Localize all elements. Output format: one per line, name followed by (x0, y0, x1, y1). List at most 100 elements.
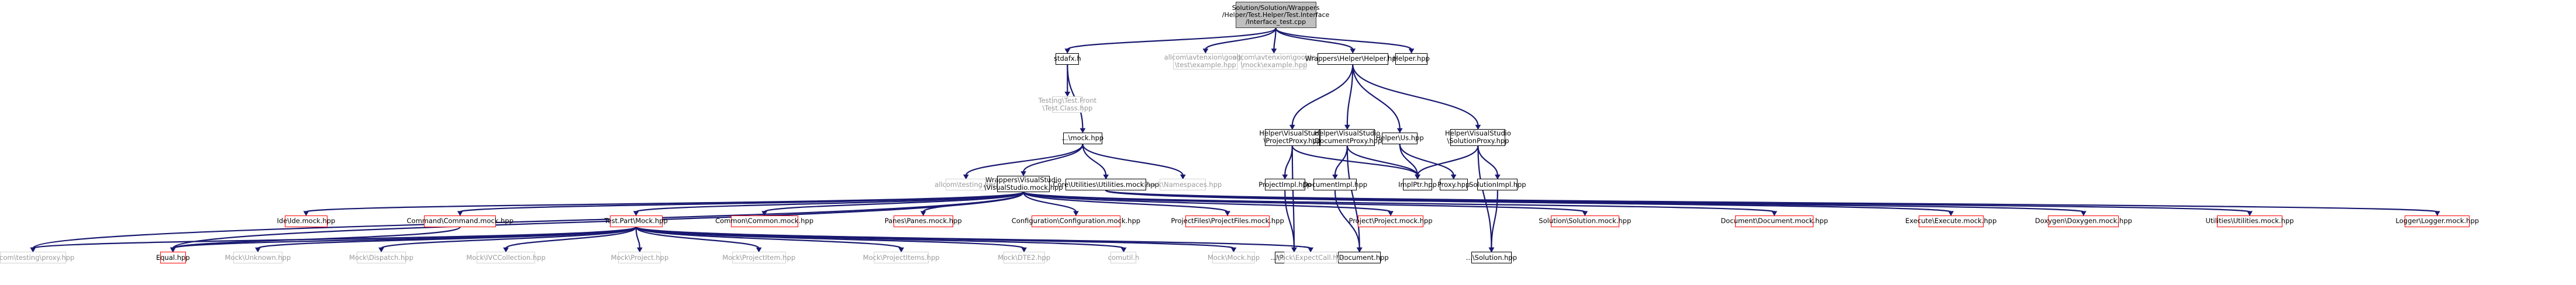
graph-edge-arrowhead (1388, 211, 1394, 216)
graph-node-n25[interactable]: Panes\Panes.mock.hpp (885, 215, 962, 227)
graph-edge (32, 192, 1025, 249)
graph-edge-arrowhead (1271, 48, 1277, 54)
graph-edge-arrowhead (1415, 174, 1420, 180)
graph-node-n40: Mock\Unknown.hpp (225, 252, 291, 264)
graph-edge-arrowhead (1289, 124, 1295, 130)
graph-node-n39[interactable]: Equal.hpp (156, 252, 190, 264)
graph-node-n12: allcom\testing.hpp (934, 179, 998, 191)
graph-edge (1399, 144, 1419, 176)
graph-edge (1275, 27, 1412, 50)
graph-node-n26[interactable]: Configuration\Configuration.mock.hpp (1012, 215, 1140, 227)
graph-edge-arrowhead (1948, 211, 1954, 216)
graph-edge-arrowhead (1103, 174, 1109, 180)
graph-edge (1275, 27, 1354, 50)
graph-node-n4[interactable]: Wrappers\Helper\Helper.hpp (1305, 53, 1401, 65)
graph-edge-arrowhead (1291, 247, 1297, 253)
graph-edge-arrowhead (1020, 171, 1026, 176)
graph-edge-arrowhead (1282, 174, 1288, 180)
graph-edge (1273, 28, 1277, 50)
graph-node-n15: Mock\Namespaces.hpp (1144, 179, 1222, 191)
graph-node-n13[interactable]: Wrappers\VisualStudio \VisualStudio.mock… (984, 175, 1063, 193)
graph-node-n6: Testing\Test.Front \Test.Class.hpp (1038, 96, 1097, 113)
graph-edge (1022, 192, 1392, 213)
graph-edge (1067, 27, 1277, 50)
graph-node-n21[interactable]: Ide\Ide.mock.hpp (277, 215, 335, 227)
graph-node-n23[interactable]: Test.Part\Mock.hpp (604, 215, 668, 227)
graph-edge-arrowhead (920, 211, 926, 216)
graph-node-n42: Mock\IVCCollection.hpp (466, 252, 546, 264)
graph-edge-arrowhead (756, 247, 762, 253)
graph-edge-arrowhead (2434, 211, 2440, 216)
graph-node-n36[interactable]: ...\Document.hpp (1330, 252, 1389, 264)
graph-edge-arrowhead (1202, 48, 1209, 54)
graph-node-n37[interactable]: ...\Solution.hpp (1466, 252, 1517, 264)
graph-edge (1291, 64, 1354, 126)
graph-edge (1022, 192, 1077, 213)
graph-edge-arrowhead (761, 211, 767, 216)
graph-node-n11[interactable]: Helper\VisualStudio \SolutionProxy.hpp (1445, 129, 1511, 146)
graph-edge-arrowhead (1450, 174, 1457, 180)
graph-node-n17[interactable]: DocumentImpl.hpp (1303, 179, 1367, 191)
graph-edge-arrowhead (1332, 174, 1338, 180)
graph-edge (1022, 144, 1084, 173)
graph-node-n38: allcom\testing\proxy.hpp (0, 252, 74, 264)
graph-edge-arrowhead (1488, 247, 1495, 253)
graph-edge (172, 192, 1025, 249)
graph-node-n24[interactable]: Common\Common.mock.hpp (715, 215, 813, 227)
graph-edge-arrowhead (1120, 247, 1127, 253)
graph-edge (1352, 64, 1401, 129)
graph-node-n7[interactable]: ...\mock.hpp (1062, 132, 1103, 144)
graph-node-n10[interactable]: Helper\Us.hpp (1376, 132, 1424, 144)
graph-edge (1082, 144, 1184, 176)
graph-edge-arrowhead (303, 211, 309, 216)
graph-node-n32[interactable]: Doxygen\Doxygen.mock.hpp (2035, 215, 2132, 227)
graph-edge (32, 226, 637, 249)
graph-node-n43: Mock\Project.hpp (611, 252, 668, 264)
graph-edge (1491, 190, 1498, 249)
graph-node-n30[interactable]: Document\Document.mock.hpp (1720, 215, 1828, 227)
graph-edge (635, 226, 1312, 249)
graph-node-n44: Mock\ProjectItem.hpp (722, 252, 795, 264)
graph-node-n27[interactable]: ProjectFiles\ProjectFiles.mock.hpp (1171, 215, 1284, 227)
graph-edge-arrowhead (1080, 128, 1086, 133)
graph-edge-arrowhead (1180, 174, 1186, 180)
graph-edge (1105, 190, 2438, 213)
graph-node-n16[interactable]: ProjectImpl.hpp (1258, 179, 1311, 191)
graph-node-n29[interactable]: Solution\Solution.mock.hpp (1539, 215, 1631, 227)
graph-node-n9[interactable]: Helper\VisualStudio \DocumentProxy.hpp (1312, 129, 1382, 146)
graph-edge-arrowhead (1073, 211, 1079, 216)
graph-node-n28[interactable]: Project\Project.mock.hpp (1349, 215, 1433, 227)
graph-node-n22[interactable]: Command\Command.mock.hpp (407, 215, 513, 227)
graph-edge-arrowhead (1771, 211, 1778, 216)
graph-node-n18[interactable]: ImplPtr.hpp (1398, 179, 1437, 191)
graph-node-n46: Mock\DTE2.hpp (998, 252, 1050, 264)
graph-edge-arrowhead (1308, 247, 1314, 253)
graph-node-n20[interactable]: SolutionImpl.hpp (1469, 179, 1526, 191)
graph-edge-arrowhead (633, 211, 639, 216)
graph-node-n41: Mock\Dispatch.hpp (349, 252, 413, 264)
graph-node-n14[interactable]: Core\Utilities\Utilities.mock.hpp (1053, 179, 1159, 191)
graph-edge (1346, 145, 1419, 176)
graph-node-n5[interactable]: Helper.hpp (1393, 53, 1430, 65)
graph-edge (1291, 145, 1419, 176)
graph-edge-arrowhead (2081, 211, 2087, 216)
graph-node-n33[interactable]: Utilities\Utilities.mock.hpp (2206, 215, 2294, 227)
graph-node-n31[interactable]: Execute\Execute.mock.hpp (1905, 215, 1996, 227)
graph-node-n8[interactable]: Helper\VisualStudio \ProjectProxy.hpp (1259, 129, 1326, 146)
graph-edge (1284, 145, 1293, 176)
graph-edge-arrowhead (1495, 174, 1501, 180)
graph-edge-arrowhead (1230, 247, 1237, 253)
graph-edge (1082, 144, 1107, 176)
graph-edge-arrowhead (1064, 48, 1071, 54)
graph-edge (380, 226, 637, 249)
graph-edge-arrowhead (1356, 247, 1363, 253)
graph-edge-arrowhead (2247, 211, 2253, 216)
graph-edge-arrowhead (963, 174, 969, 180)
graph-node-n34[interactable]: Logger\Logger.mock.hpp (2396, 215, 2479, 227)
graph-node-n0: Solution/Solution/Wrappers /Helper/Test.… (1222, 1, 1329, 29)
graph-node-n1[interactable]: stdafx.h (1054, 53, 1081, 65)
graph-node-n19[interactable]: Proxy.hpp (1437, 179, 1470, 191)
graph-edge (1346, 64, 1354, 126)
graph-edge (257, 226, 637, 249)
